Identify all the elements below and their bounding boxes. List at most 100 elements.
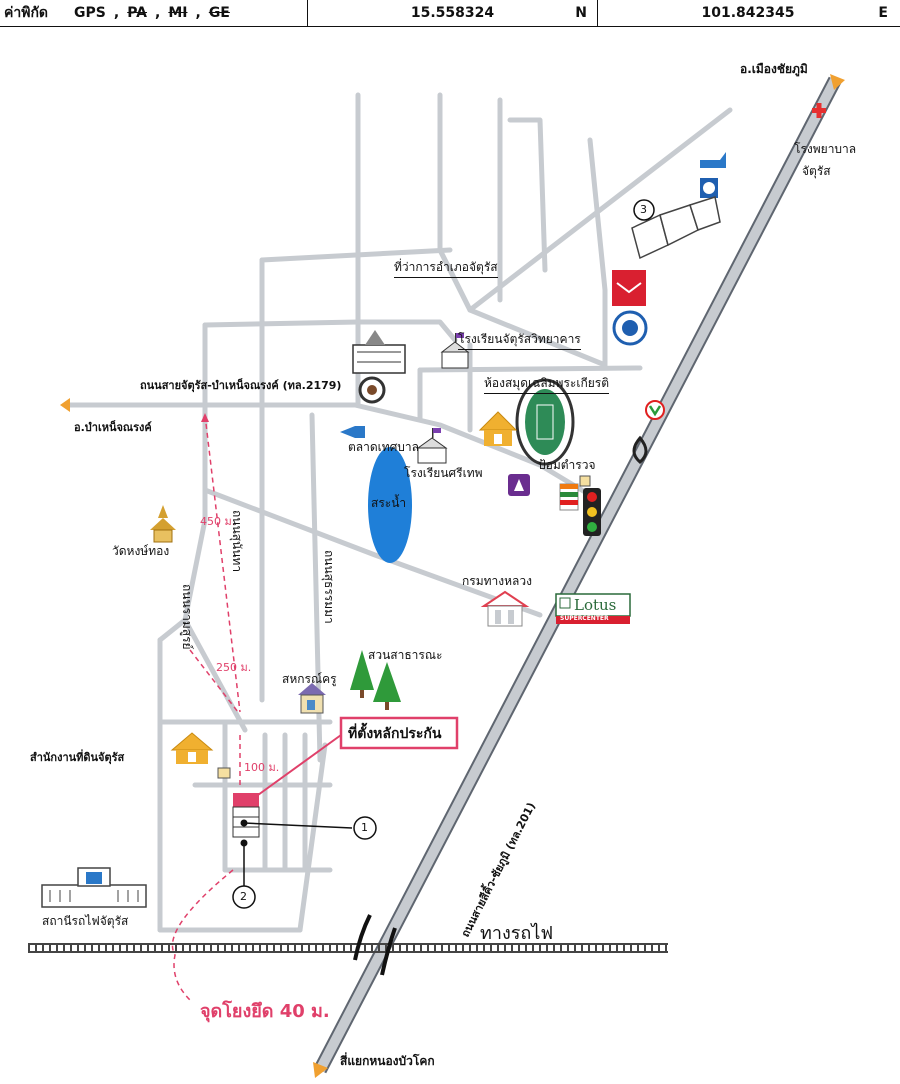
road-seg xyxy=(182,517,208,623)
label-collateral-site: ที่ตั้งหลักประกัน xyxy=(348,726,442,742)
bank-purple-glyph xyxy=(514,479,524,491)
road-seg xyxy=(467,107,733,313)
road-seg xyxy=(355,319,458,343)
label-school-srithep: โรงเรียนศรีเทพ xyxy=(404,466,483,480)
bank-leaf-icon xyxy=(632,435,648,464)
sign-icon xyxy=(217,767,231,779)
seven-eleven-icon xyxy=(559,483,579,511)
highways-dept-icon xyxy=(480,590,530,627)
anchor-line xyxy=(171,869,234,1001)
seal-icon xyxy=(358,376,386,404)
pond-icon xyxy=(368,447,412,563)
road-seg xyxy=(202,319,361,328)
label-highways-dept: กรมทางหลวง xyxy=(462,574,532,588)
road-seg xyxy=(587,137,608,368)
district-office-icon xyxy=(352,330,406,374)
gps-option-pa: PA xyxy=(127,5,148,21)
label-coop: สหกรณ์ครู xyxy=(282,672,337,686)
stadium-icon xyxy=(515,378,575,466)
label-market: ตลาดเทศบาล xyxy=(348,440,420,454)
marker-2-circle xyxy=(232,885,256,909)
gps-label-cell: ค่าพิกัด GPS, PA, MI, GE xyxy=(0,0,308,26)
label-school-main: โรงเรียนจัตุรัสวิทยาคาร xyxy=(458,330,581,350)
traffic-light-icon xyxy=(583,488,601,536)
road-network xyxy=(65,92,733,933)
label-hospital: โรงพยาบาล xyxy=(794,142,857,156)
latitude-value: 15.558324 xyxy=(410,5,495,21)
coop-house-icon xyxy=(298,683,326,714)
railway-station-icon xyxy=(41,867,147,908)
distance-lines xyxy=(171,414,241,1001)
road-seg xyxy=(297,742,328,933)
label-dist-250: 250 ม. xyxy=(216,661,252,674)
collateral-plot xyxy=(232,793,260,847)
label-hospital-2: จัตุรัส xyxy=(802,164,831,178)
post-office-icon xyxy=(612,270,646,306)
label-lotus: Lotus xyxy=(574,596,617,614)
hospital-cross-icon xyxy=(812,103,826,118)
collateral-callout-box xyxy=(339,716,459,750)
bank-green-icon xyxy=(645,400,665,420)
latitude-direction: N xyxy=(575,5,587,21)
label-dist-450: 450 ม. xyxy=(200,515,236,528)
shophouses-icon xyxy=(631,196,721,260)
marker-1-number: 1 xyxy=(361,821,368,834)
label-road-phanha: ถนนสุนันทา xyxy=(230,510,244,573)
arrow-northeast-icon xyxy=(830,74,845,90)
longitude-direction: E xyxy=(878,5,888,21)
railway-line xyxy=(28,943,668,953)
dist-450-line xyxy=(204,414,241,713)
label-road-suthammawas: ถนนสุธรรมมา xyxy=(322,550,336,624)
road-seg xyxy=(182,617,248,733)
school-srithep-icon xyxy=(416,428,448,464)
road-seg xyxy=(259,247,453,263)
arrow-south-icon xyxy=(313,1062,328,1078)
label-land-office: สำนักงานที่ดินจัตุรัส xyxy=(30,751,125,764)
label-district-office: ที่ว่าการอำเภอจัตุรัส xyxy=(394,258,498,278)
gps-option-mi: MI xyxy=(168,5,188,21)
marker-1-leader xyxy=(243,822,353,829)
label-dist-100: 100 ม. xyxy=(244,761,280,774)
gps-coordinate-bar: ค่าพิกัด GPS, PA, MI, GE 15.558324 N 101… xyxy=(0,0,900,27)
highway-201 xyxy=(313,76,842,1074)
dist-250-line xyxy=(189,649,239,713)
longitude-value: 101.842345 xyxy=(701,5,795,21)
label-temple: วัดหงษ์ทอง xyxy=(112,544,170,558)
label-railway: ทางรถไฟ xyxy=(480,923,554,944)
longitude-cell: 101.842345 E xyxy=(598,0,898,26)
overpass-icon xyxy=(353,914,397,976)
marker-2-number: 2 xyxy=(240,890,247,903)
road-seg xyxy=(157,617,188,643)
police-box-icon xyxy=(579,475,591,487)
emblem-glyph xyxy=(622,320,638,336)
marker-3-circle xyxy=(633,199,655,221)
gps-system: GPS xyxy=(74,5,106,21)
label-lotus-sub: SUPERCENTER xyxy=(560,615,609,622)
lotus-logo xyxy=(555,593,631,624)
temple-icon xyxy=(150,505,176,543)
label-to-bamnet: อ.บำเหน็จณรงค์ xyxy=(74,421,152,434)
highway-fill xyxy=(315,77,840,1073)
road-seg xyxy=(417,365,643,373)
fuel-sign-icon xyxy=(700,152,726,168)
land-office-icon xyxy=(170,732,214,764)
label-pond: สระน้ำ xyxy=(371,496,407,510)
park-trees-icon xyxy=(350,650,401,710)
latitude-cell: 15.558324 N xyxy=(308,0,598,26)
label-station: สถานีรถไฟจัตุรัส xyxy=(42,914,129,928)
label-police-box: ป้อมตำรวจ xyxy=(538,458,596,472)
road-seg xyxy=(507,117,548,273)
road-seg xyxy=(202,487,543,618)
road-2179 xyxy=(65,402,588,495)
post-office-glyph xyxy=(616,282,642,294)
market-sign-icon xyxy=(340,426,365,438)
library-house-icon xyxy=(478,411,518,446)
arrow-west-icon xyxy=(60,398,70,412)
label-highway-2179: ถนนสายจัตุรัส-บำเหน็จณรงค์ (ทล.2179) xyxy=(140,379,342,392)
callout-pointer xyxy=(257,734,342,796)
collateral-plot-highlight xyxy=(233,793,259,807)
marker-3-number: 3 xyxy=(640,203,647,216)
label-to-chaiyaphum: อ.เมืองชัยภูมิ xyxy=(740,62,808,76)
label-road-ramsoon: ถนนรามสูรย์ xyxy=(180,584,194,650)
location-map xyxy=(28,74,845,1078)
